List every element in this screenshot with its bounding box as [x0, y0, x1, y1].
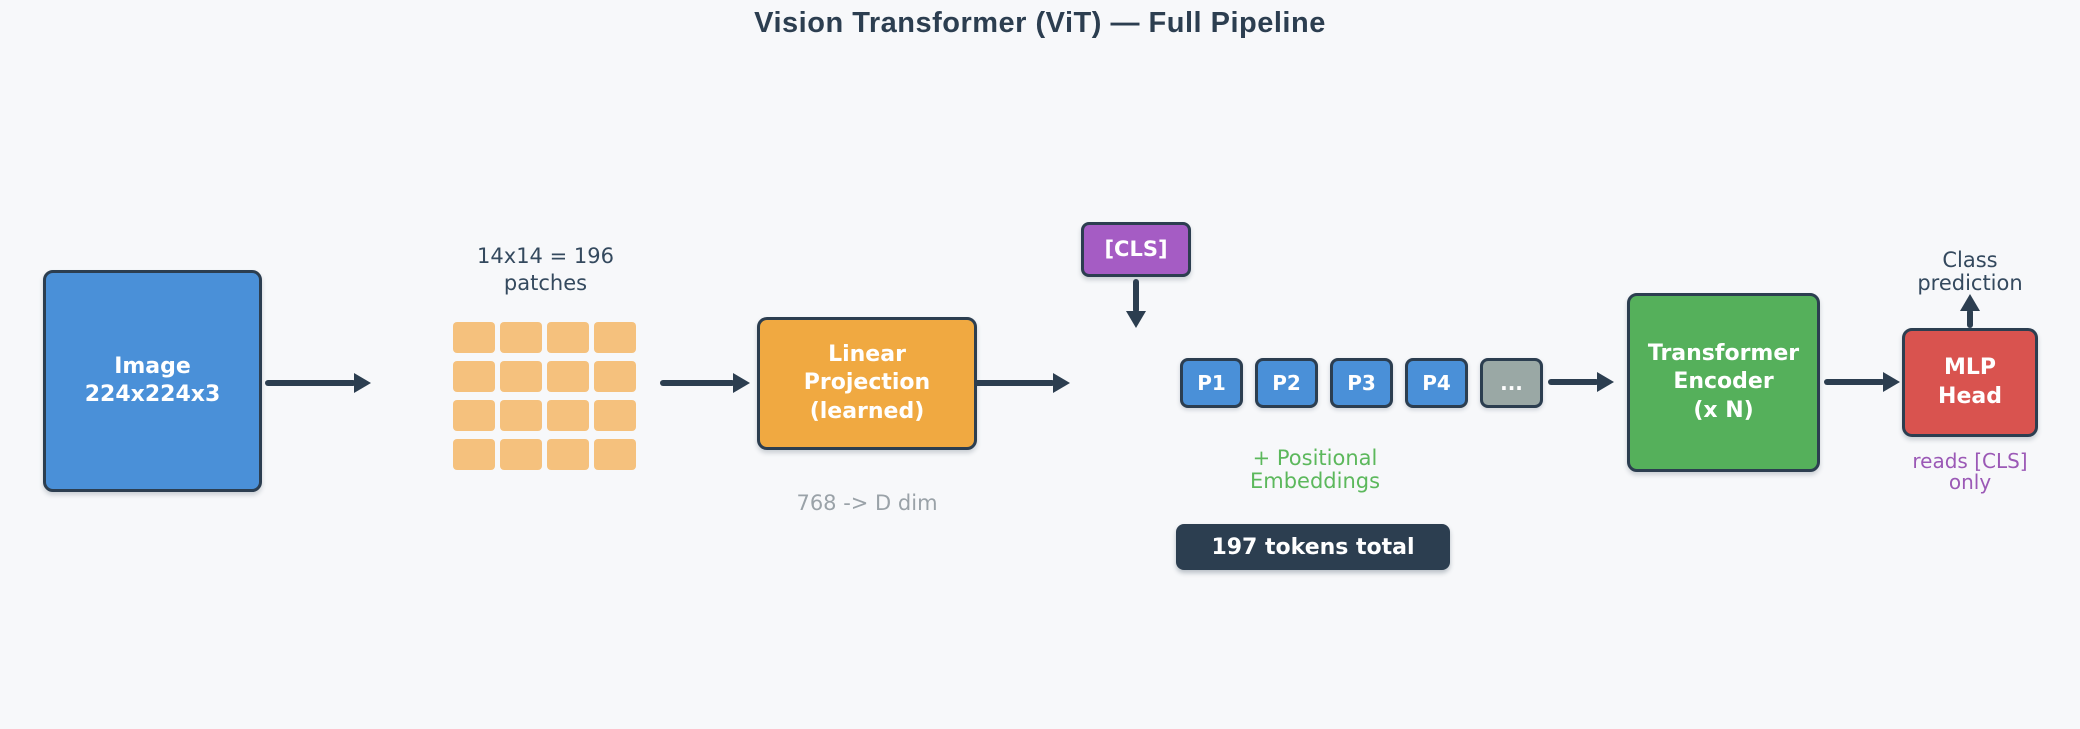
positional-note-line2: Embeddings [1249, 469, 1381, 494]
arrow-image-to-patches [265, 373, 371, 393]
class-prediction-label: Class prediction [1900, 249, 2040, 295]
patch-cell [547, 361, 589, 392]
cls-token-box: [CLS] [1081, 222, 1191, 277]
arrow-head [1126, 311, 1146, 328]
arrow-shaft [1824, 379, 1885, 385]
token-p3: P3 [1330, 358, 1393, 408]
encoder-label-line3: (x N) [1693, 397, 1754, 423]
positional-note-line1: + Positional [1252, 446, 1378, 470]
patch-cell [500, 361, 542, 392]
image-input-box: Image 224x224x3 [43, 270, 262, 492]
token-p1: P1 [1180, 358, 1243, 408]
patch-cell [547, 322, 589, 353]
token-p2: P2 [1255, 358, 1318, 408]
arrow-shaft [1967, 309, 1973, 328]
arrow-mlp-to-class-prediction [1960, 294, 1980, 328]
linear-projection-label-line1: Linear [828, 342, 906, 368]
patches-caption-line1: 14x14 = 196 [477, 244, 614, 268]
arrow-encoder-to-mlp [1824, 372, 1900, 392]
encoder-label-line1: Transformer [1647, 341, 1800, 367]
tokens-total-badge: 197 tokens total [1176, 524, 1450, 570]
patch-cell [594, 361, 636, 392]
arrow-tokens-to-encoder [1548, 372, 1614, 392]
token-row: P1 P2 P3 P4 ... [1180, 358, 1543, 408]
patch-cell [594, 322, 636, 353]
patch-cell [547, 400, 589, 431]
reads-cls-line1: reads [CLS] [1912, 449, 2028, 473]
linear-projection-label-line3: (learned) [809, 398, 925, 424]
arrow-head [733, 373, 750, 393]
patches-caption: 14x14 = 196 patches [413, 243, 678, 298]
linear-projection-label-line2: Projection [803, 370, 931, 396]
patch-cell [500, 439, 542, 470]
arrow-shaft [1548, 379, 1599, 385]
image-box-label-line1: Image [114, 353, 191, 379]
patches-caption-line2: patches [503, 271, 588, 296]
projection-dim-note: 768 -> D dim [796, 491, 938, 515]
patch-cell [453, 400, 495, 431]
patch-cell [500, 400, 542, 431]
arrow-shaft [660, 380, 735, 386]
arrow-projection-to-tokens [974, 373, 1070, 393]
arrow-shaft [1133, 279, 1139, 313]
mlp-head-box: MLP Head [1902, 328, 2038, 437]
reads-cls-line2: only [1948, 470, 1992, 494]
arrow-head [1883, 372, 1900, 392]
arrow-cls-to-tokens [1126, 279, 1146, 328]
class-prediction-line2: prediction [1917, 271, 2023, 295]
patch-cell [453, 439, 495, 470]
mlp-head-label-line2: Head [1938, 383, 2002, 409]
patch-cell [500, 322, 542, 353]
positional-embeddings-note: + Positional Embeddings [1180, 446, 1450, 494]
mlp-head-label-line1: MLP [1943, 355, 1997, 381]
patch-cell [547, 439, 589, 470]
arrow-head [1960, 294, 1980, 311]
arrow-patches-to-projection [660, 373, 750, 393]
arrow-shaft [974, 380, 1055, 386]
patch-cell [594, 439, 636, 470]
token-p4: P4 [1405, 358, 1468, 408]
reads-cls-only-note: reads [CLS] only [1900, 451, 2040, 493]
image-box-label-line2: 224x224x3 [84, 382, 221, 407]
arrow-shaft [265, 380, 356, 386]
arrow-head [1053, 373, 1070, 393]
patch-cell [594, 400, 636, 431]
linear-projection-box: Linear Projection (learned) [757, 317, 977, 450]
encoder-label-line2: Encoder [1673, 369, 1774, 395]
token-ellipsis: ... [1480, 358, 1543, 408]
transformer-encoder-box: Transformer Encoder (x N) [1627, 293, 1820, 472]
diagram-title: Vision Transformer (ViT) — Full Pipeline [754, 7, 1326, 39]
patch-cell [453, 322, 495, 353]
patch-cell [453, 361, 495, 392]
arrow-head [354, 373, 371, 393]
cls-token-label: [CLS] [1104, 237, 1168, 262]
class-prediction-line1: Class [1942, 248, 1998, 272]
arrow-head [1597, 372, 1614, 392]
patch-grid [453, 322, 636, 470]
